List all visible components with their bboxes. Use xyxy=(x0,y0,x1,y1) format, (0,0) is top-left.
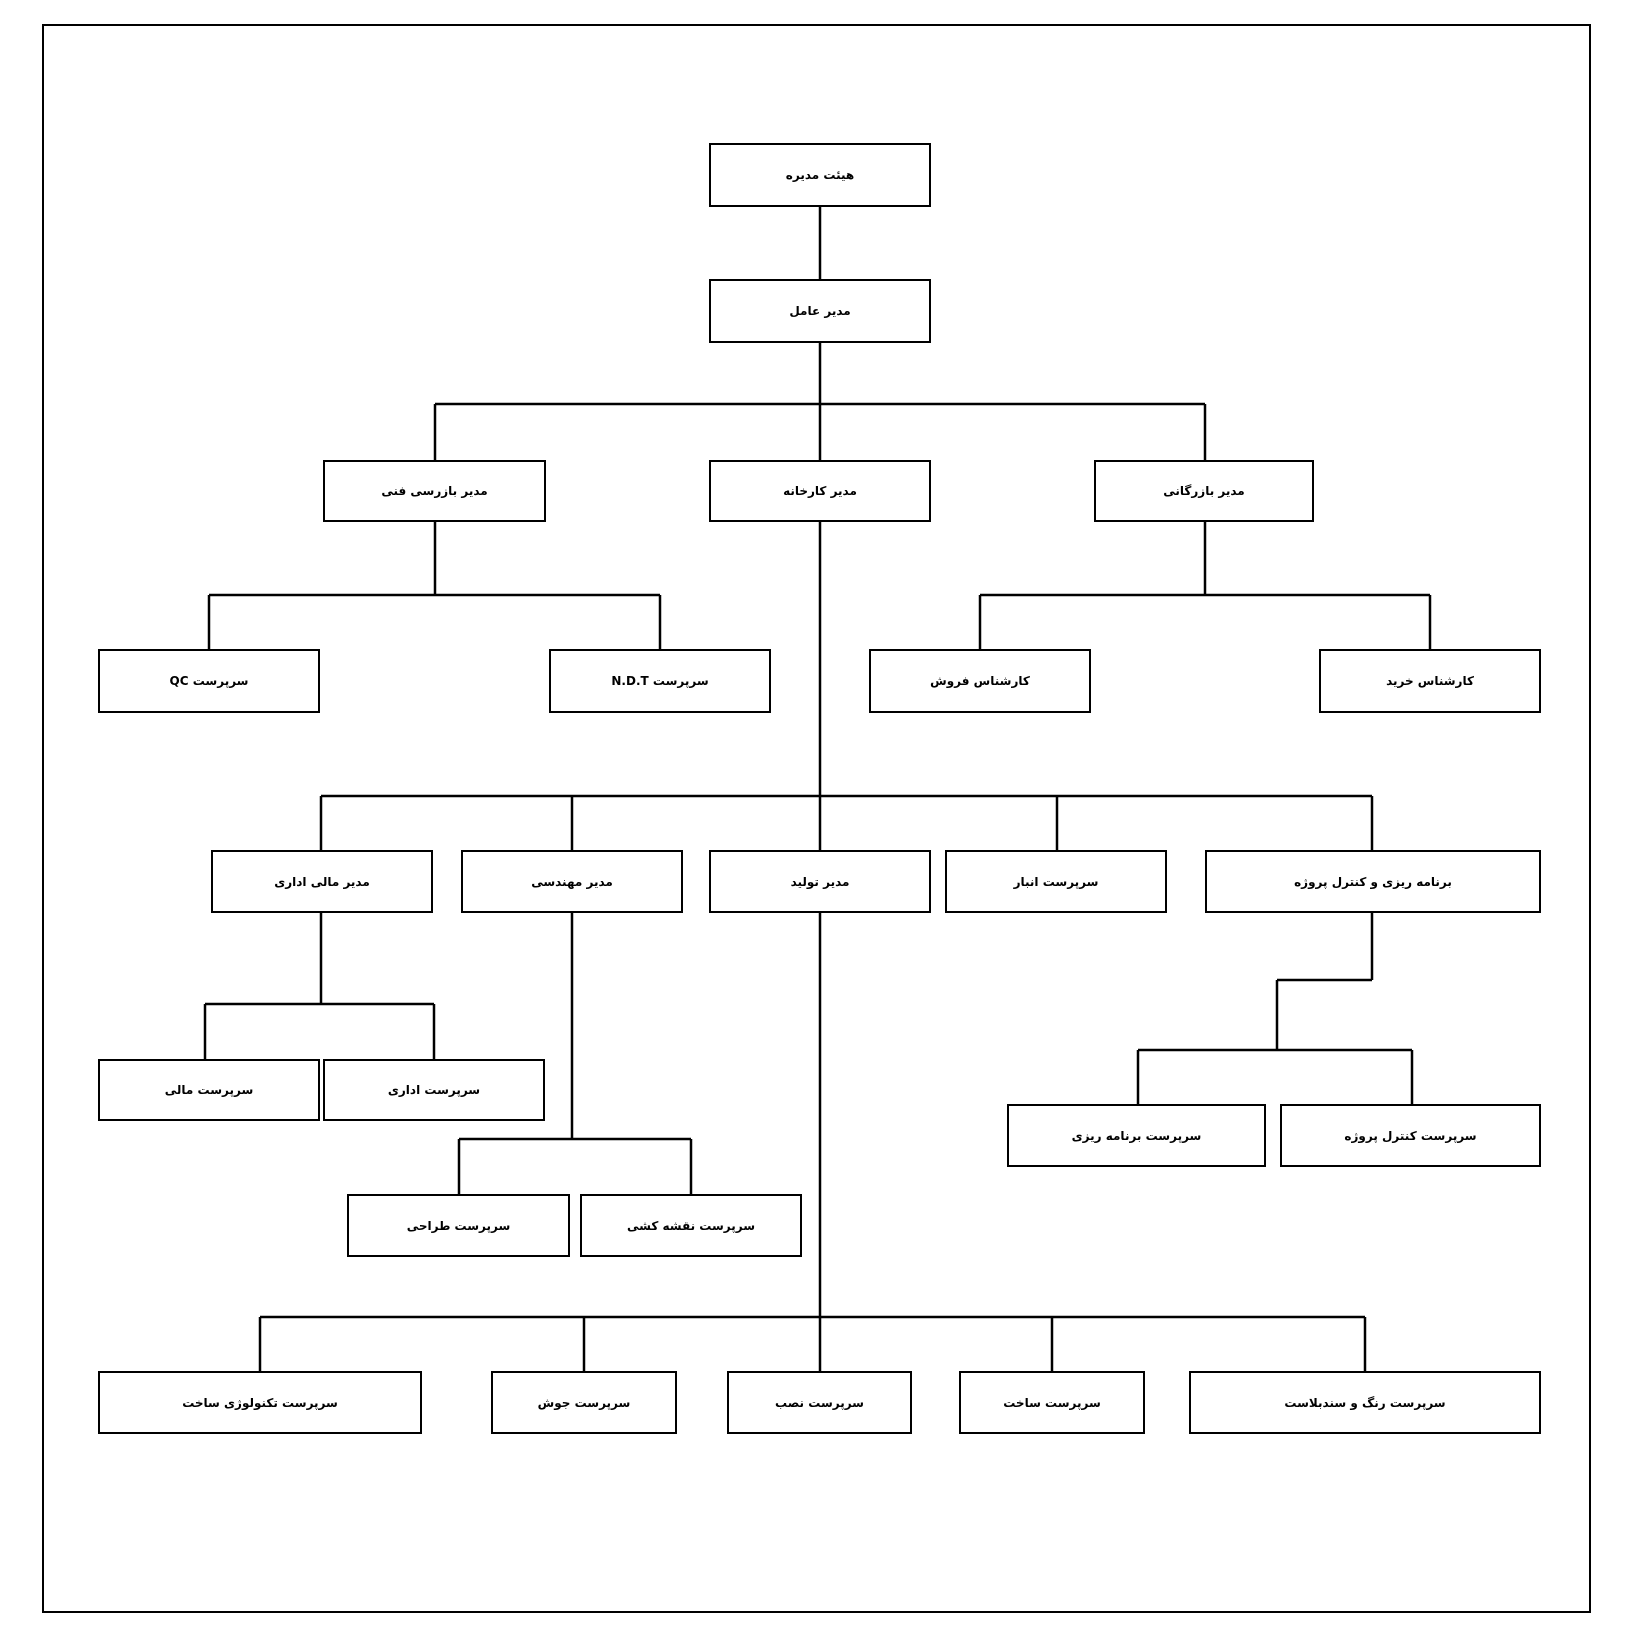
node-painting-sandblast-supervisor: سرپرست رنگ و سندبلاست xyxy=(1189,1371,1541,1434)
node-warehouse-supervisor: سرپرست انبار xyxy=(945,850,1167,913)
node-admin-supervisor: سرپرست اداری xyxy=(323,1059,545,1121)
node-planning-control: برنامه ریزی و کنترل پروژه xyxy=(1205,850,1541,913)
node-fabrication-supervisor: سرپرست ساخت xyxy=(959,1371,1145,1434)
node-drafting-supervisor: سرپرست نقشه کشی xyxy=(580,1194,802,1257)
node-engineering-manager: مدیر مهندسی xyxy=(461,850,683,913)
node-technical-inspection-manager: مدیر بازرسی فنی xyxy=(323,460,546,522)
node-planning-supervisor: سرپرست برنامه ریزی xyxy=(1007,1104,1266,1167)
node-qc-supervisor: سرپرست QC xyxy=(98,649,320,713)
node-factory-manager: مدیر کارخانه xyxy=(709,460,931,522)
diagram-frame xyxy=(42,24,1591,1613)
node-fabrication-tech-supervisor: سرپرست تکنولوژی ساخت xyxy=(98,1371,422,1434)
node-purchase-expert: کارشناس خرید xyxy=(1319,649,1541,713)
node-finance-admin-manager: مدیر مالی اداری xyxy=(211,850,433,913)
node-welding-supervisor: سرپرست جوش xyxy=(491,1371,677,1434)
node-ceo: مدیر عامل xyxy=(709,279,931,343)
node-commercial-manager: مدیر بازرگانی xyxy=(1094,460,1314,522)
node-board: هیئت مدیره xyxy=(709,143,931,207)
node-project-control-supervisor: سرپرست کنترل پروژه xyxy=(1280,1104,1541,1167)
node-sales-expert: کارشناس فروش xyxy=(869,649,1091,713)
node-production-manager: مدیر تولید xyxy=(709,850,931,913)
node-installation-supervisor: سرپرست نصب xyxy=(727,1371,912,1434)
node-ndt-supervisor: سرپرست N.D.T xyxy=(549,649,771,713)
node-finance-supervisor: سرپرست مالی xyxy=(98,1059,320,1121)
node-design-supervisor: سرپرست طراحی xyxy=(347,1194,570,1257)
